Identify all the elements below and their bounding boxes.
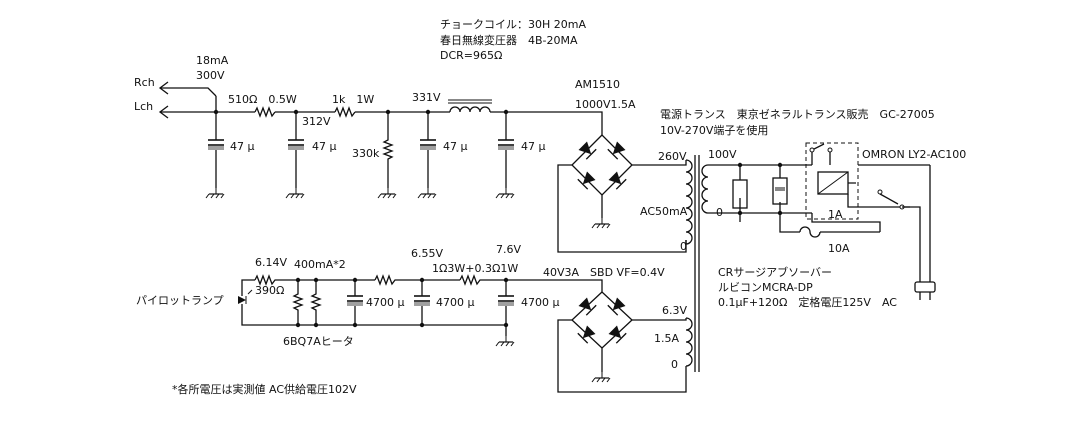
transformer-note: 10V-270V端子を使用 bbox=[660, 124, 768, 137]
surge-absorber-icon bbox=[772, 177, 788, 205]
hv-capacitor-2: 47 μ bbox=[285, 112, 337, 199]
pilot-lamp-label: パイロットランプ bbox=[136, 294, 224, 307]
ground-icon bbox=[205, 187, 225, 199]
ground-icon bbox=[495, 187, 515, 199]
sec-lv-zero-label: 0 bbox=[671, 358, 678, 371]
bridge-rating-label: 1000V1.5A bbox=[575, 98, 636, 111]
v312-label: 312V bbox=[302, 115, 331, 128]
choke-desc-line3: DCR=965Ω bbox=[440, 49, 502, 62]
heater-filament-2-icon bbox=[310, 280, 322, 325]
cap4-label: 47 μ bbox=[521, 140, 546, 153]
hv-capacitor-1: 47 μ bbox=[205, 112, 255, 199]
heater-cap1-label: 4700 μ bbox=[366, 296, 405, 309]
cap2-label: 47 μ bbox=[312, 140, 337, 153]
v331-label: 331V bbox=[412, 91, 441, 104]
resistor-510-icon bbox=[254, 106, 276, 118]
v614-label: 6.14V bbox=[255, 256, 287, 269]
tube-heater-label: 6BQ7Aヒータ bbox=[283, 335, 354, 348]
resistor-03ohm-icon bbox=[459, 274, 603, 292]
heater-cap2-label: 4700 μ bbox=[436, 296, 475, 309]
rch-label: Rch bbox=[134, 76, 155, 89]
snubber-cr-icon bbox=[732, 179, 748, 209]
secondary-lv-coil-icon bbox=[685, 317, 693, 367]
ground-icon bbox=[495, 335, 515, 347]
heater-load-label: 400mA*2 bbox=[294, 258, 346, 271]
r330k-label: 330k bbox=[352, 147, 380, 160]
choke-coil-icon bbox=[449, 106, 491, 113]
fuse-10a-icon bbox=[799, 226, 821, 238]
transformer-title: 電源トランス 東京ゼネラルトランス販売 GC-27005 bbox=[660, 107, 935, 121]
sec-hv-current-label: AC50mA bbox=[640, 205, 688, 218]
sec-lv-label: 6.3V bbox=[662, 304, 687, 317]
hv-bridge-rectifier: AM1510 1000V1.5A bbox=[557, 78, 687, 253]
r1k-label: 1k 1W bbox=[332, 93, 374, 106]
ground-icon bbox=[417, 187, 437, 199]
lch-output-wire bbox=[160, 96, 217, 113]
relay-contact-icon bbox=[877, 189, 883, 195]
bleeder-resistor-330k: 330k bbox=[352, 112, 397, 199]
fuse-10a-label: 10A bbox=[828, 242, 850, 255]
sec-hv-zero-label: 0 bbox=[680, 240, 687, 253]
cap1-label: 47 μ bbox=[230, 140, 255, 153]
sec-hv-label: 260V bbox=[658, 150, 687, 163]
heater-resistors-label: 1Ω3W+0.3Ω1W bbox=[432, 262, 518, 275]
pri-100-label: 100V bbox=[708, 148, 737, 161]
sec-lv-current-label: 1.5A bbox=[654, 332, 679, 345]
heater-cap3-label: 4700 μ bbox=[521, 296, 560, 309]
fuse-1a-label: 1A bbox=[828, 208, 843, 221]
ground-icon bbox=[285, 187, 305, 199]
hv-rail bbox=[216, 111, 603, 135]
hv-current-label: 18mA bbox=[196, 54, 229, 67]
bridge-model-label: AM1510 bbox=[575, 78, 620, 91]
lch-arrow-icon bbox=[158, 105, 169, 119]
heater-cap-2 bbox=[413, 295, 431, 306]
lch-label: Lch bbox=[134, 100, 153, 113]
ground-icon bbox=[377, 187, 397, 199]
snubber-desc-line1: CRサージアブソーバー bbox=[718, 265, 832, 279]
ac-plug-icon bbox=[914, 281, 936, 300]
snubber-desc-line3: 0.1μF+120Ω 定格電圧125V AC bbox=[718, 295, 897, 309]
choke-desc-line1: チョークコイル：30H 20mA bbox=[440, 18, 586, 31]
rch-output-wire bbox=[160, 87, 217, 97]
cap3-label: 47 μ bbox=[443, 140, 468, 153]
snubber-desc-line2: ルビコンMCRA-DP bbox=[718, 281, 813, 294]
heater-filament-1-icon bbox=[292, 280, 304, 325]
hv-capacitor-3: 47 μ bbox=[417, 112, 468, 199]
heater-cap-1 bbox=[346, 295, 364, 306]
pilot-lamp-icon bbox=[238, 289, 253, 304]
hv-voltage-label: 300V bbox=[196, 69, 225, 82]
choke-desc-line2: 春日無線変圧器 4B-20MA bbox=[440, 33, 578, 47]
primary-relay-circuit: OMRON LY2-AC100 1A 10A bbox=[708, 142, 966, 300]
relay-outline bbox=[805, 142, 859, 220]
heater-cap-3 bbox=[497, 295, 515, 306]
hv-capacitor-4: 47 μ bbox=[495, 112, 546, 199]
heater-rect-label: 40V3A SBD VF=0.4V bbox=[543, 266, 665, 279]
ground-icon bbox=[591, 217, 611, 229]
v655-label: 6.55V bbox=[411, 247, 443, 260]
r510-label: 510Ω 0.5W bbox=[228, 93, 297, 106]
heater-supply: パイロットランプ 6.14V 390Ω 400mA*2 6BQ7Aヒータ 6.5… bbox=[136, 243, 687, 393]
v76-label: 7.6V bbox=[496, 243, 521, 256]
power-transformer: 電源トランス 東京ゼネラルトランス販売 GC-27005 10V-270V端子を… bbox=[640, 107, 935, 372]
hv-supply: Rch Lch 18mA 300V 510Ω 0.5W 1k 1W 331V 3… bbox=[134, 18, 687, 253]
r390-label: 390Ω bbox=[255, 284, 284, 297]
rch-arrow-icon bbox=[158, 81, 169, 95]
ground-icon bbox=[591, 371, 611, 383]
resistor-1k-icon bbox=[334, 106, 356, 118]
primary-coil-icon bbox=[701, 164, 709, 214]
resistor-1ohm-icon bbox=[374, 274, 460, 286]
secondary-hv-coil-icon bbox=[685, 159, 693, 245]
footnote: *各所電圧は実測値 AC供給電圧102V bbox=[172, 382, 357, 396]
lv-bridge-rectifier bbox=[557, 291, 687, 393]
resistor-390-icon bbox=[254, 274, 375, 286]
relay-model-label: OMRON LY2-AC100 bbox=[862, 148, 966, 161]
